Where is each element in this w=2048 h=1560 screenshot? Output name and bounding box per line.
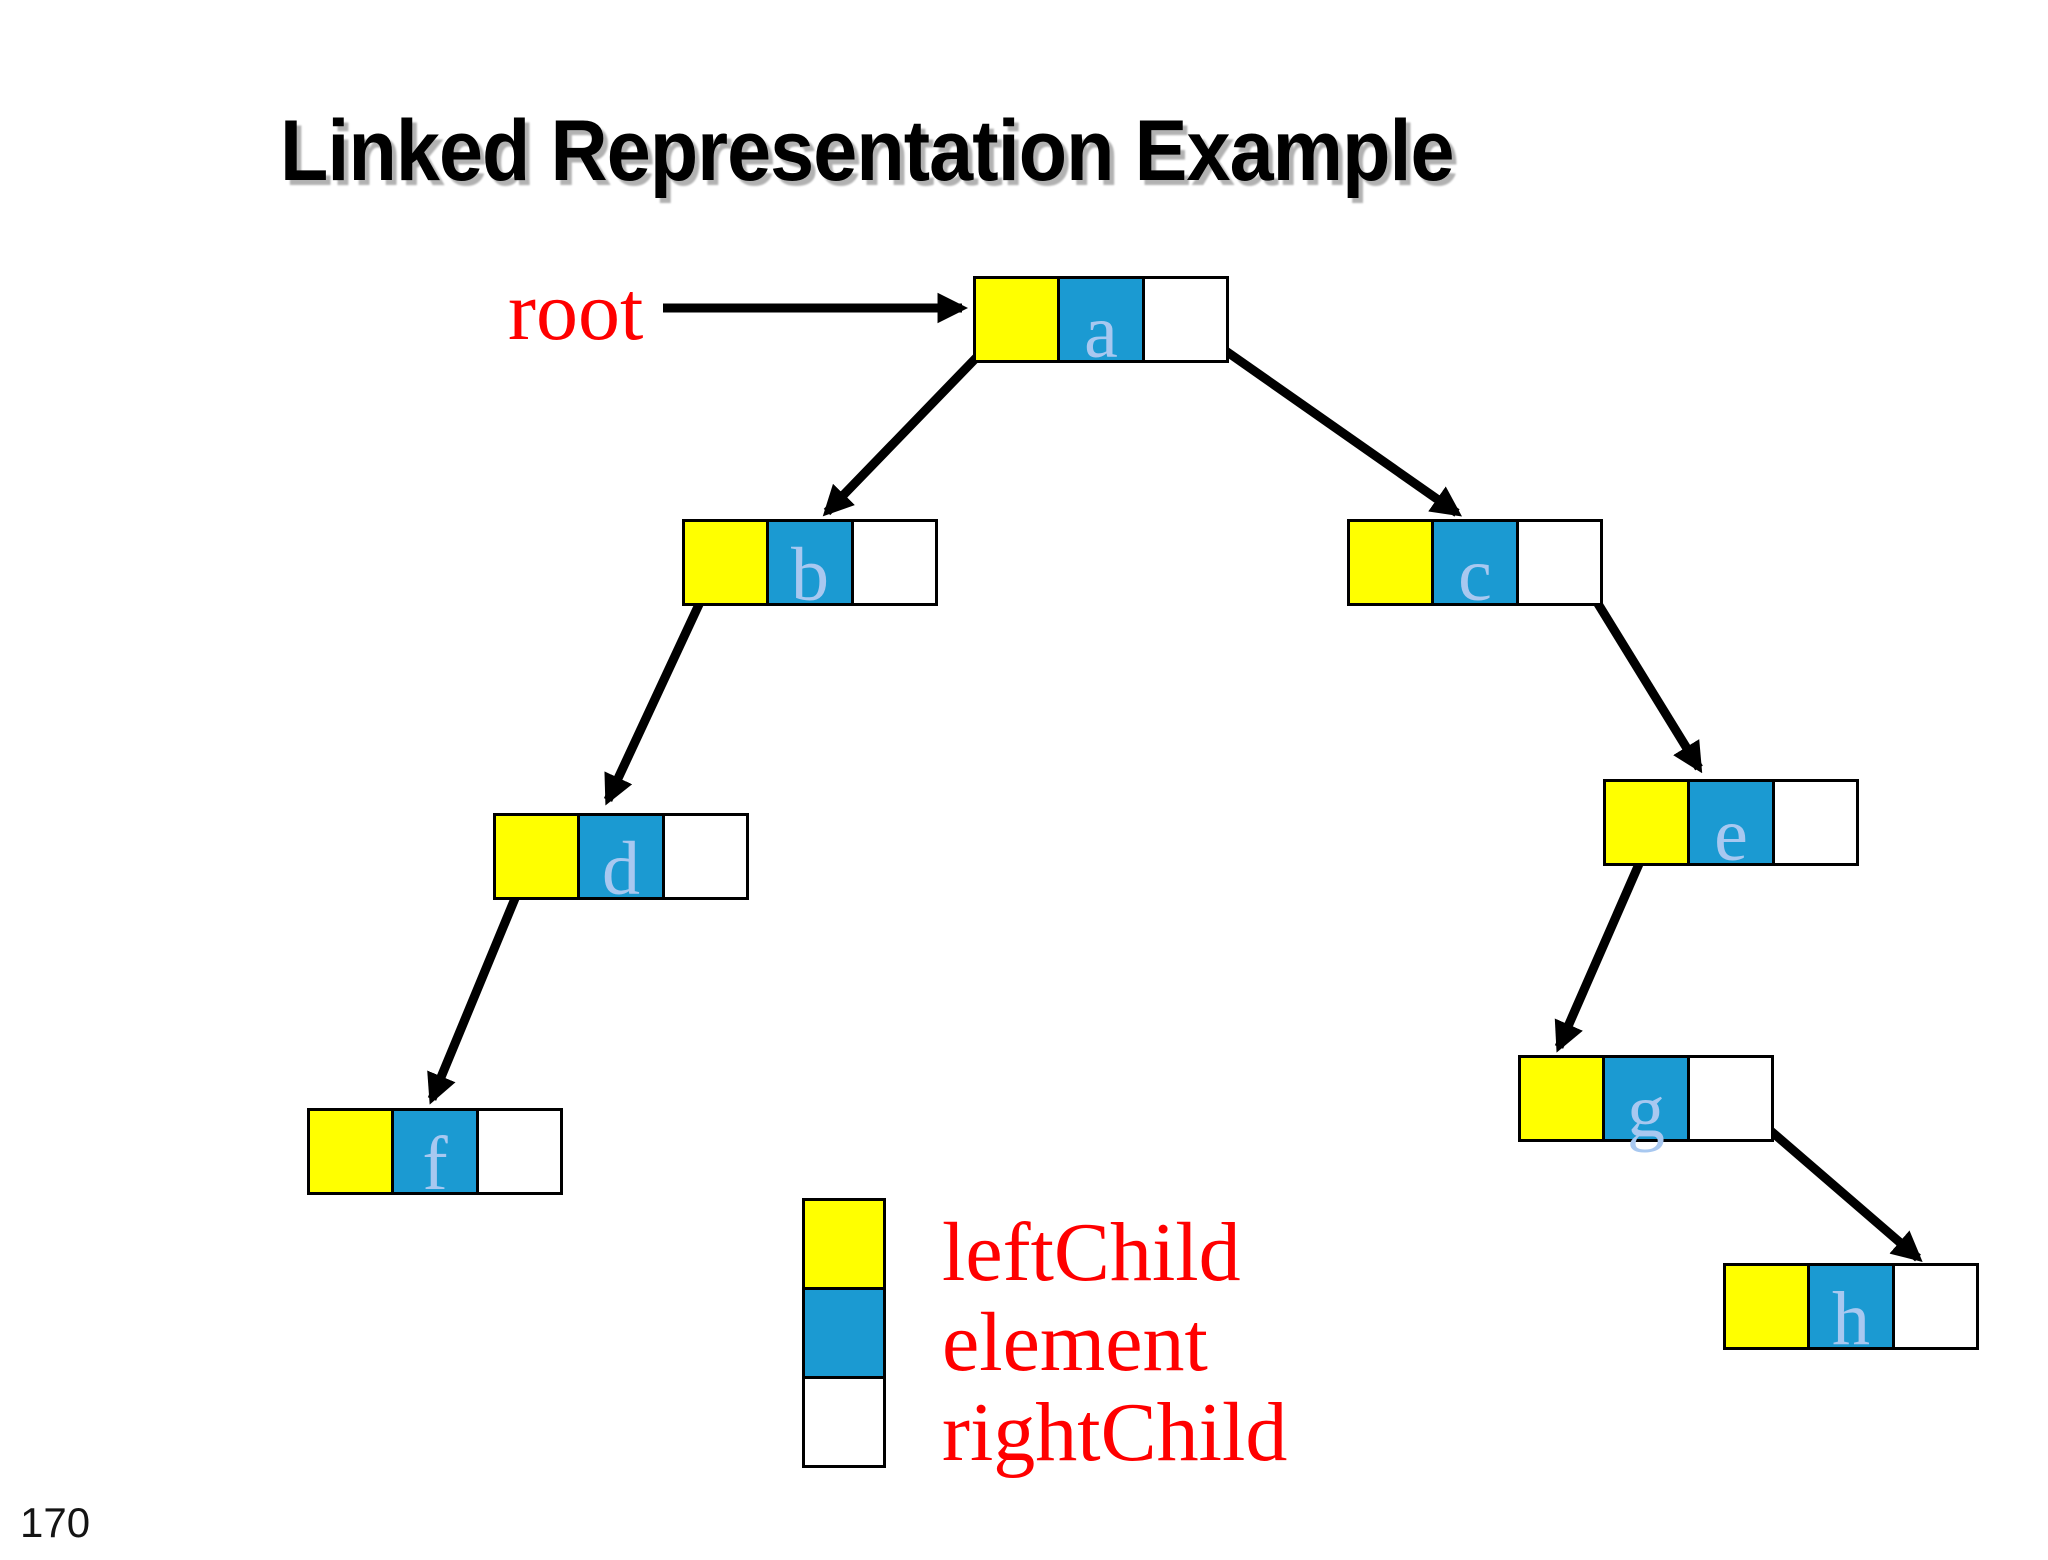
- node-g-rightchild-cell: [1686, 1058, 1771, 1139]
- node-c-element-cell: c: [1431, 522, 1516, 617]
- node-h-leftchild-cell: [1726, 1266, 1808, 1347]
- node-e-rightchild-cell: [1771, 782, 1856, 863]
- node-e: e: [1603, 779, 1859, 877]
- node-e-leftchild-cell: [1606, 782, 1688, 863]
- legend-label-rightchild: rightChild: [942, 1386, 1288, 1479]
- node-h-rightchild-cell: [1891, 1266, 1976, 1347]
- node-a-element-cell: a: [1057, 279, 1142, 374]
- node-b-rightchild-cell: [850, 522, 935, 603]
- node-h-element-cell: h: [1807, 1266, 1892, 1361]
- legend-label-leftchild: leftChild: [942, 1206, 1241, 1299]
- node-c-rightchild-cell: [1515, 522, 1600, 603]
- arrow-a-rightchild-to-c: [1190, 324, 1463, 517]
- node-g-element-cell: g: [1602, 1058, 1687, 1153]
- slide-title: Linked Representation Example: [280, 103, 1455, 199]
- node-g: g: [1518, 1055, 1774, 1153]
- node-d-leftchild-cell: [496, 816, 578, 897]
- node-b-leftchild-cell: [685, 522, 767, 603]
- node-d-element-cell: d: [577, 816, 662, 911]
- legend-key-box: [802, 1198, 886, 1468]
- node-a: a: [973, 276, 1229, 374]
- page-number: 170: [20, 1499, 91, 1546]
- legend-element-swatch: [805, 1287, 883, 1376]
- legend-labels: leftChild element rightChild: [942, 1208, 1287, 1478]
- node-f-element-cell: f: [391, 1111, 476, 1206]
- legend-rightchild-swatch: [805, 1376, 883, 1465]
- node-f-leftchild-cell: [310, 1111, 392, 1192]
- node-c-leftchild-cell: [1350, 522, 1432, 603]
- node-a-leftchild-cell: [976, 279, 1058, 360]
- node-b: b: [682, 519, 938, 617]
- node-b-element-cell: b: [766, 522, 851, 617]
- node-d: d: [493, 813, 749, 911]
- node-g-leftchild-cell: [1521, 1058, 1603, 1139]
- node-e-element-cell: e: [1687, 782, 1772, 877]
- arrow-b-leftchild-to-d: [603, 568, 720, 806]
- root-pointer-label: root: [508, 265, 644, 358]
- node-a-rightchild-cell: [1141, 279, 1226, 360]
- node-c: c: [1347, 519, 1603, 617]
- node-h: h: [1723, 1263, 1979, 1361]
- node-f-rightchild-cell: [475, 1111, 560, 1192]
- legend-leftchild-swatch: [805, 1201, 883, 1287]
- arrow-e-leftchild-to-g: [1554, 830, 1658, 1053]
- node-f: f: [307, 1108, 563, 1206]
- arrow-d-leftchild-to-f: [427, 865, 533, 1105]
- node-d-rightchild-cell: [661, 816, 746, 897]
- legend-label-element: element: [942, 1296, 1208, 1389]
